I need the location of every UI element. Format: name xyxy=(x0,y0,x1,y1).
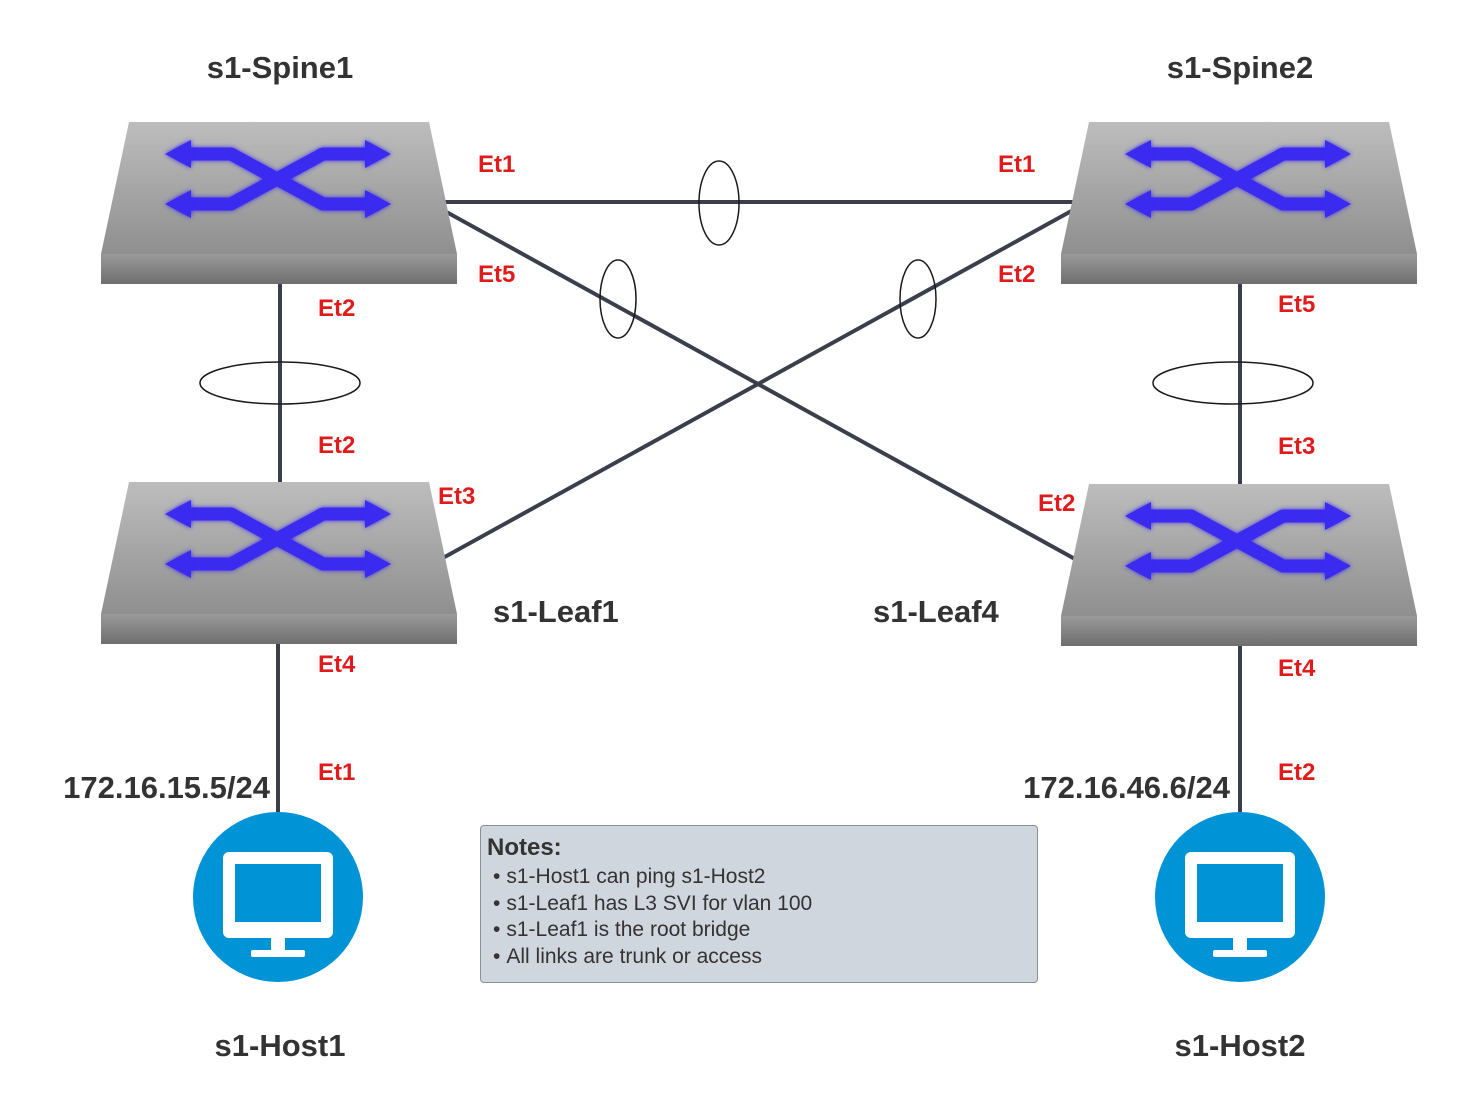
notes-list: s1-Host1 can ping s1-Host2 s1-Leaf1 has … xyxy=(487,864,1037,970)
port-label: Et2 xyxy=(998,261,1036,288)
device-label-spine2: s1-Spine2 xyxy=(1166,50,1314,85)
monitor-icon xyxy=(1155,812,1325,982)
port-label: Et5 xyxy=(478,261,516,288)
port-label: Et4 xyxy=(1278,655,1316,682)
device-label-leaf4: s1-Leaf4 xyxy=(873,594,999,629)
device-label-host1: s1-Host1 xyxy=(214,1028,346,1063)
switch-icon xyxy=(101,482,457,644)
notes-title: Notes: xyxy=(487,834,562,861)
notes-item: s1-Host1 can ping s1-Host2 xyxy=(493,864,1037,891)
port-label: Et2 xyxy=(1278,759,1316,786)
port-label: Et2 xyxy=(1038,490,1076,517)
link-spine2-leaf1 xyxy=(431,202,1085,566)
port-channel-ellipse xyxy=(698,160,740,246)
switch-icon xyxy=(1061,122,1417,284)
port-channel-ellipse xyxy=(199,361,361,405)
notes-item: s1-Leaf1 has L3 SVI for vlan 100 xyxy=(493,891,1037,918)
port-label: Et5 xyxy=(1278,291,1316,318)
switch-icon xyxy=(1061,484,1417,646)
port-label: Et3 xyxy=(1278,433,1316,460)
switch-icon xyxy=(101,122,457,284)
notes-item: s1-Leaf1 is the root bridge xyxy=(493,917,1037,944)
port-channel-ellipse xyxy=(1152,361,1314,405)
ip-label-host1: 172.16.15.5/24 xyxy=(63,770,270,805)
port-label: Et1 xyxy=(318,759,356,786)
device-label-leaf1: s1-Leaf1 xyxy=(493,594,619,629)
port-label: Et3 xyxy=(438,483,476,510)
port-label: Et2 xyxy=(318,432,356,459)
port-label: Et1 xyxy=(998,151,1036,178)
notes-box: Notes: s1-Host1 can ping s1-Host2 s1-Lea… xyxy=(480,825,1038,983)
port-label: Et2 xyxy=(318,295,356,322)
monitor-icon xyxy=(193,812,363,982)
port-channel-ellipse xyxy=(599,259,637,339)
device-label-spine1: s1-Spine1 xyxy=(206,50,354,85)
port-label: Et1 xyxy=(478,151,516,178)
device-label-host2: s1-Host2 xyxy=(1174,1028,1306,1063)
port-label: Et4 xyxy=(318,651,356,678)
port-channel-ellipse xyxy=(899,259,937,339)
notes-item: All links are trunk or access xyxy=(493,944,1037,971)
ip-label-host2: 172.16.46.6/24 xyxy=(1023,770,1230,805)
